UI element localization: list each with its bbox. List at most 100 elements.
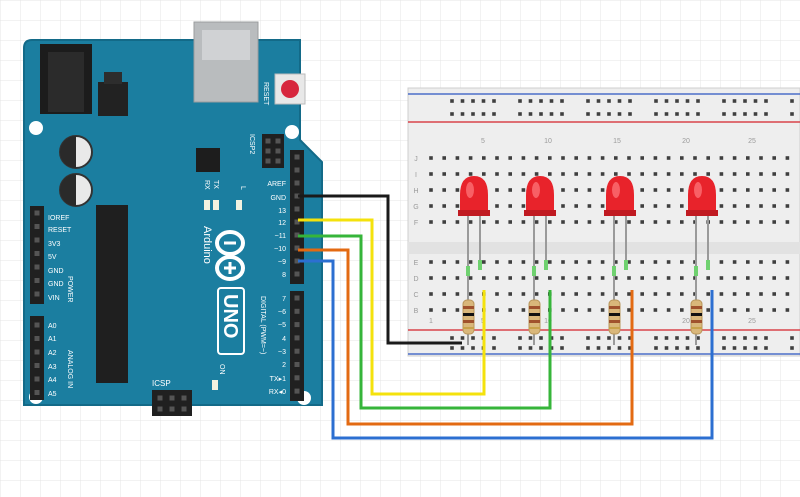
pin-label: AREF: [267, 181, 286, 188]
breadboard-hole: [560, 112, 564, 116]
pin-label: VIN: [48, 295, 60, 302]
led-1-body: [460, 176, 488, 214]
breadboard-hole: [548, 156, 552, 160]
icsp-header: [152, 390, 192, 416]
breadboard-hole: [468, 220, 473, 224]
breadboard-hole: [666, 260, 671, 264]
l-label: L: [239, 186, 246, 190]
led-4-body: [688, 176, 716, 214]
breadboard-hole: [719, 204, 724, 208]
breadboard-hole: [442, 292, 446, 296]
breadboard-hole: [706, 156, 710, 160]
breadboard-hole: [746, 260, 750, 264]
breadboard-hole: [521, 260, 526, 264]
breadboard-hole: [539, 112, 543, 116]
breadboard-hole: [722, 112, 726, 116]
header-pin: [294, 193, 300, 199]
breadboard-hole: [719, 156, 724, 160]
header-pin-holes: [34, 138, 300, 412]
breadboard-hole: [574, 260, 578, 264]
breadboard-hole: [482, 260, 486, 264]
tx-label: TX: [212, 180, 219, 189]
breadboard-hole: [675, 99, 679, 103]
breadboard-hole: [675, 112, 679, 116]
capacitor-band: [60, 136, 76, 168]
pin-label: 5V: [48, 254, 57, 261]
digital-label: DIGITAL (PWM=~): [259, 296, 266, 354]
breadboard-hole: [680, 276, 684, 280]
breadboard-hole: [468, 156, 473, 160]
tx-led: [213, 200, 219, 210]
breadboard-hole: [764, 336, 768, 340]
breadboard-hole: [596, 112, 601, 116]
breadboard-hole: [666, 188, 671, 192]
breadboard-hole: [653, 260, 658, 264]
breadboard-hole: [680, 260, 684, 264]
breadboard-hole: [492, 112, 496, 116]
breadboard-hole: [539, 99, 543, 103]
atmega-chip: [96, 205, 128, 383]
breadboard-hole: [471, 112, 475, 116]
breadboard-hole: [680, 172, 684, 176]
breadboard-hole: [508, 308, 512, 312]
icsp-label: ICSP: [152, 379, 171, 388]
breadboard-hole: [539, 336, 543, 340]
breadboard-hole: [508, 260, 512, 264]
pin-label: 7: [282, 296, 286, 303]
breadboard-hole: [617, 336, 622, 340]
wire-pin-10: [298, 248, 634, 426]
breadboard-hole: [743, 336, 747, 340]
pin-label: A4: [48, 377, 57, 384]
breadboard-hole: [785, 204, 790, 208]
mount-hole: [29, 121, 43, 135]
column-number: 10: [544, 138, 552, 145]
breadboard-hole: [429, 260, 433, 264]
breadboard-hole: [680, 204, 684, 208]
breadboard-hole: [640, 172, 644, 176]
breadboard-hole: [468, 172, 473, 176]
breadboard-hole: [719, 276, 724, 280]
column-number: 25: [748, 138, 756, 145]
breadboard-hole: [455, 260, 460, 264]
power-label: POWER: [66, 276, 73, 302]
breadboard-hole: [628, 346, 632, 350]
uno-logo-frame: [217, 287, 245, 355]
breadboard-hole: [518, 336, 522, 340]
header-pin: [294, 154, 300, 160]
row-letter: J: [414, 156, 418, 163]
led-3: [604, 176, 636, 285]
usb-chip: [196, 148, 220, 172]
breadboard-hole: [746, 172, 750, 176]
breadboard-hole: [455, 188, 460, 192]
led-2-body: [526, 176, 554, 214]
header-pin: [294, 245, 300, 251]
breadboard-hole: [534, 276, 539, 280]
pin-label: ~5: [278, 322, 286, 329]
breadboard-hole: [574, 156, 578, 160]
breadboard-hole: [732, 292, 737, 296]
breadboard-hole: [548, 260, 552, 264]
breadboard-hole: [495, 308, 499, 312]
breadboard-hole: [482, 156, 486, 160]
breadboard-hole: [508, 172, 512, 176]
breadboard-hole: [785, 308, 790, 312]
digital-pin-labels-top: AREF GND 13 12 ~11 ~10 ~9 8: [267, 181, 286, 279]
breadboard-hole: [732, 172, 737, 176]
breadboard-hole: [596, 336, 601, 340]
breadboard-hole: [442, 204, 446, 208]
breadboard-hole: [614, 292, 618, 296]
arduino-logo: [215, 230, 245, 281]
header-pin: [34, 390, 40, 395]
mount-hole: [285, 125, 299, 139]
breadboard-hole: [746, 220, 750, 224]
led-4-rim: [686, 210, 718, 216]
pin-label: 4: [282, 336, 286, 343]
breadboard-hole: [732, 260, 737, 264]
breadboard-hole: [764, 112, 768, 116]
capacitor-band: [60, 174, 76, 206]
pin-label: ~9: [278, 259, 286, 266]
breadboard-hole: [481, 99, 486, 103]
header-pin: [34, 264, 40, 270]
regulator-tab: [104, 72, 122, 84]
breadboard-hole: [492, 336, 496, 340]
